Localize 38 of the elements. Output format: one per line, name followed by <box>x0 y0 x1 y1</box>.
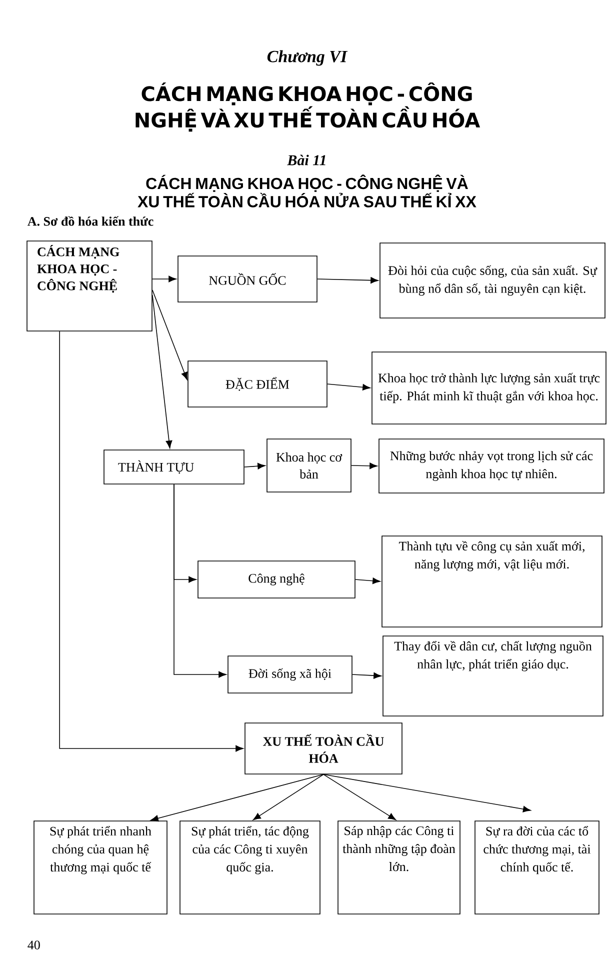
page-number: 40 <box>28 940 40 950</box>
arrow <box>323 774 531 812</box>
category-box: THÀNH TỰU <box>104 450 244 484</box>
category-box: NGUỒN GỐC <box>178 256 318 302</box>
section-heading: A. Sơ đồ hóa kiến thức <box>28 216 154 226</box>
chapter-number: Chương VI <box>267 50 348 66</box>
description-box: Khoa học trở thành lực lượng sản xuất trực tiếp. Phát minh kĩ thuật gắn với khoa học. <box>372 352 606 424</box>
description-box: Thay đổi về dân cư, chất lượng nguồn nhân lực, phát triển giáo dục. <box>382 636 604 716</box>
topic-box: CÁCH MẠNG KHOA HỌC - CÔNG NGHỆ <box>26 240 152 332</box>
arrow <box>152 276 176 282</box>
arrow <box>252 774 324 820</box>
arrow <box>327 384 370 390</box>
trend-box: Sự ra đời của các tổ chức thương mại, tài chính quốc tế. <box>474 820 600 914</box>
description-box: Đòi hỏi của cuộc sống, của sản xuất. Sự bùng nổ dân số, tài nguyên cạn kiệt. <box>380 242 606 318</box>
arrow <box>355 578 380 584</box>
trend-box: Sự phát triển nhanh chóng của quan hệ thương mại quốc tế <box>34 820 168 914</box>
arrow <box>174 484 226 678</box>
trend-box: Sự phát triển, tác động của các Công ti xuyên quốc gia. <box>180 820 320 914</box>
lesson-title: CÁCH MẠNG KHOA HỌC - CÔNG NGHỆ VÀ XU THẾ TOÀN CẦU HÓA NỬA SAU THẾ KỈ XX <box>138 174 476 208</box>
arrow <box>244 462 266 470</box>
category-box: ĐẶC ĐIỂM <box>188 360 328 408</box>
arrow <box>152 290 188 380</box>
lesson-number: Bài 11 <box>287 154 326 166</box>
arrow <box>351 462 378 470</box>
category-box: Công nghệ <box>198 560 356 598</box>
arrow <box>59 331 244 752</box>
arrow <box>152 294 172 448</box>
trend-box: Sáp nhập các Công ti thành những tập đoàn lớn. <box>338 820 460 914</box>
description-box: Thành tựu về công cụ sản xuất mới, năng lượng mới, vật liệu mới. <box>382 536 602 628</box>
description-box: Những bước nhảy vọt trong lịch sử các ngành khoa học tự nhiên. <box>378 438 604 494</box>
arrow <box>317 277 378 284</box>
category-box: Đời sống xã hội <box>228 656 352 694</box>
topic-box: XU THẾ TOÀN CẦU HÓA <box>244 722 402 774</box>
arrow <box>150 774 324 822</box>
chapter-title: CÁCH MẠNG KHOA HỌC - CÔNG NGHỆ VÀ XU THẾ TOÀN CẦU HÓA <box>136 82 480 132</box>
arrow <box>323 774 396 820</box>
arrow <box>352 672 382 679</box>
category-box: Khoa học cơ bản <box>266 438 352 492</box>
